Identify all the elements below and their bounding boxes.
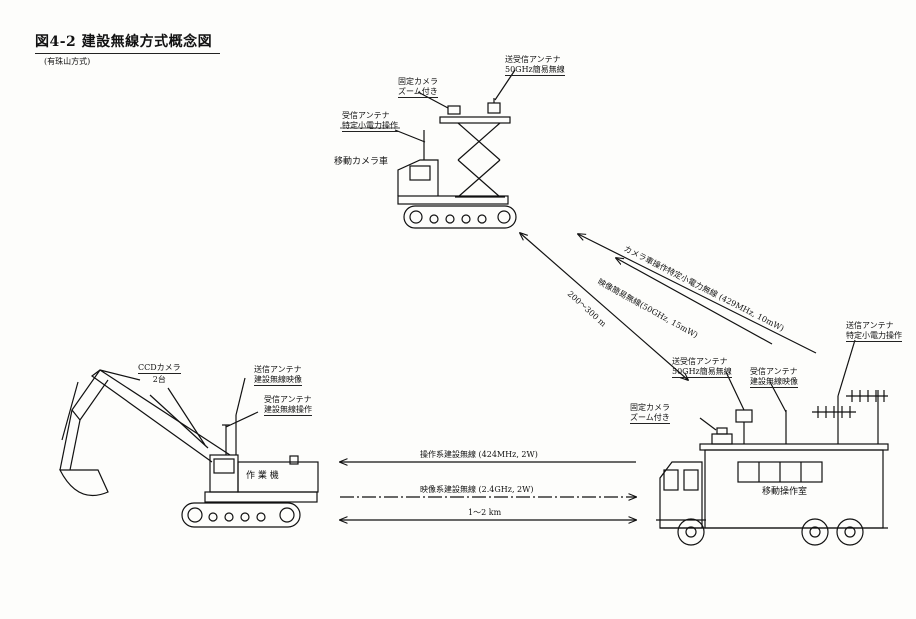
label-operation-link: 操作系建設無線 (424MHz, 2W) xyxy=(420,450,538,459)
cr-body-label: 移動操作室 xyxy=(762,487,808,497)
cr-fixed-camera-label: 固定カメラ ズーム付き xyxy=(630,403,670,424)
camera-vehicle-drawing xyxy=(340,69,517,229)
link-video-simple xyxy=(616,258,773,345)
page-subtitle: (有珠山方式) xyxy=(44,57,91,66)
cr-tx-antenna-label: 送受信アンテナ 50GHz簡易無線 xyxy=(672,357,732,378)
cr-rx-antenna-label: 受信アンテナ 建設無線映像 xyxy=(750,367,798,388)
cv-rx-antenna-label: 受信アンテナ 特定小電力操作 xyxy=(342,111,398,132)
excavator-drawing xyxy=(59,369,319,528)
label-distance-h: 1～2 km xyxy=(468,508,502,517)
cv-tx-antenna-label: 送受信アンテナ 50GHz簡易無線 xyxy=(505,55,565,76)
ex-rx-antenna-label: 受信アンテナ 建設無線操作 xyxy=(264,395,312,416)
link-camera-control xyxy=(578,234,817,354)
cv-name-label: 移動カメラ車 xyxy=(334,157,389,167)
label-video-link: 映像系建設無線 (2.4GHz, 2W) xyxy=(420,485,534,494)
page-title: 図4-2 建設無線方式概念図 xyxy=(35,34,213,50)
link-camera-distance xyxy=(520,233,688,380)
control-room-drawing xyxy=(656,339,889,546)
cv-fixed-camera-label: 固定カメラ ズーム付き xyxy=(398,77,438,98)
title-underline xyxy=(35,53,220,54)
ex-ccd-camera-label: CCDカメラ 2台 xyxy=(138,363,181,384)
ex-tx-antenna-label: 送信アンテナ 建設無線映像 xyxy=(254,365,302,386)
cr-tx-antenna2-label: 送信アンテナ 特定小電力操作 xyxy=(846,321,902,342)
ex-body-label: 作 業 機 xyxy=(246,471,279,481)
